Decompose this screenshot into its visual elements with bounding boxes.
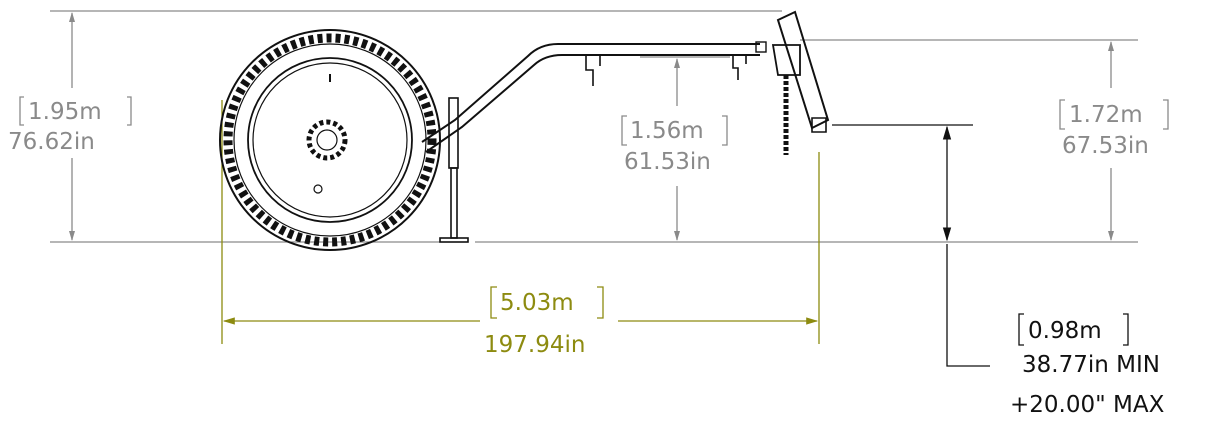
jack-lower — [450, 167, 458, 239]
tire-tread — [223, 33, 437, 247]
boom-height-brackets — [621, 115, 728, 146]
boom-bottom-edge — [425, 54, 760, 153]
boom-height-label: 1.56m 61.53in — [621, 115, 728, 175]
mast-tube — [776, 10, 830, 130]
overall-height-brackets — [19, 96, 132, 126]
overall-length-label: 5.03m 197.94in — [484, 286, 604, 358]
jack-foot — [439, 237, 469, 243]
boom-end-block — [755, 41, 767, 53]
rim-inner — [252, 62, 408, 218]
hub-center — [316, 129, 338, 151]
tire-outer — [219, 29, 441, 251]
hub-bolts — [306, 119, 348, 161]
hitch-coupler — [811, 117, 827, 133]
boom-top-edge — [421, 43, 760, 143]
hitch-height-max-note: +20.00" MAX — [1010, 392, 1165, 418]
overall-length-metric: 5.03m — [500, 290, 574, 316]
mast-height-brackets — [1059, 99, 1169, 130]
hitch-leader-line — [946, 244, 990, 367]
extension-lines — [50, 10, 1138, 344]
tire-inner — [233, 43, 427, 237]
hitch-height-label: 0.98m 38.77in MIN +20.00" MAX — [1010, 313, 1165, 418]
mast-height-imperial: 67.53in — [1062, 133, 1149, 159]
hitch-height-metric: 0.98m — [1028, 318, 1102, 344]
overall-height-metric: 1.95m — [28, 99, 102, 125]
wheel-assembly — [219, 29, 441, 251]
hitch-height-brackets — [1018, 313, 1129, 346]
boom-bracket-left — [585, 56, 601, 86]
overall-length-brackets — [490, 286, 604, 319]
rim-hole — [313, 184, 323, 194]
mast-clamp — [771, 44, 801, 76]
boom-height-metric: 1.56m — [630, 118, 704, 144]
overall-height-imperial: 76.62in — [8, 129, 95, 155]
mast-height-metric: 1.72m — [1069, 102, 1143, 128]
boom-bracket-right — [732, 56, 747, 80]
hitch-height-imperial-min: 38.77in MIN — [1022, 352, 1160, 378]
dimension-arrows — [69, 11, 1114, 367]
overall-length-imperial: 197.94in — [484, 332, 585, 358]
trailer-frame — [421, 10, 830, 243]
mast-height-label: 1.72m 67.53in — [1059, 99, 1169, 159]
overall-height-label: 1.95m 76.62in — [8, 96, 132, 155]
rim-outer — [247, 57, 413, 223]
boom-height-imperial: 61.53in — [624, 149, 711, 175]
